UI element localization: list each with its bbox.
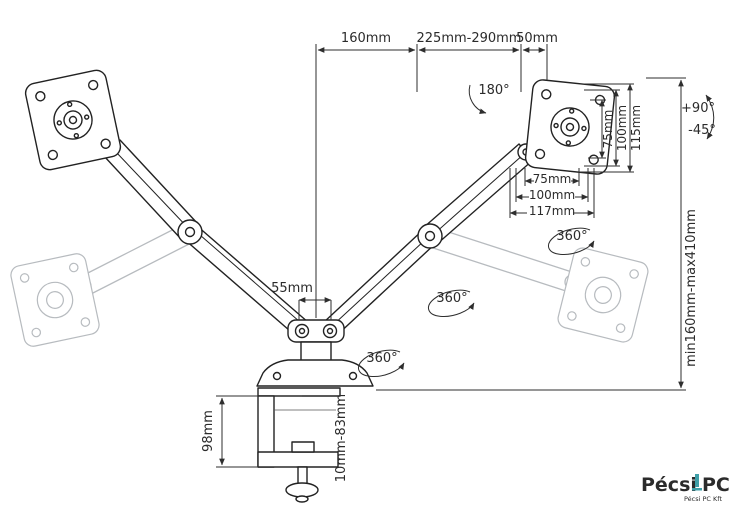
clamp-screw-shaft xyxy=(297,466,308,485)
dim-label-reach: 225mm-290mm xyxy=(417,31,522,46)
dim-label-98mm: 98mm xyxy=(201,410,216,452)
desk-clamp xyxy=(257,387,341,503)
base-dome xyxy=(256,359,374,387)
tilt-arc xyxy=(705,94,715,140)
ghost-right-vesa-plate xyxy=(557,247,649,343)
tilt-label-up: +90° xyxy=(681,101,715,116)
vesa-horizontal-100: 100mm xyxy=(529,188,575,202)
watermark-monitor-icon-base xyxy=(692,488,702,491)
dim-label-clamp-range: 10mm-83mm xyxy=(334,394,349,482)
watermark-monitor-icon xyxy=(695,474,699,487)
dim-label-55mm: 55mm xyxy=(271,281,313,296)
vesa-vertical-100: 100mm xyxy=(615,105,629,151)
right-elbow-pin xyxy=(424,230,436,242)
rotation-label-180: 180° xyxy=(478,83,509,98)
vesa-vertical-115: 115mm xyxy=(629,105,643,151)
right-upper-arm-spring xyxy=(433,153,525,235)
dim-label-50mm: 50mm xyxy=(516,31,558,46)
rotation-arc-base xyxy=(358,349,405,377)
left-vesa-plate xyxy=(24,69,122,171)
base-screw-left xyxy=(272,371,282,381)
rotation-label-360-middle: 360° xyxy=(436,291,467,306)
dim-label-height-range: min160mm-max410mm xyxy=(684,209,699,367)
ghost-left-vesa-plate xyxy=(10,253,100,347)
rotation-label-360-base: 360° xyxy=(366,351,397,366)
pole-and-base xyxy=(256,319,374,387)
left-elbow-pin xyxy=(184,226,196,238)
watermark: Pécsi PC Pécsi PC Kft xyxy=(641,474,729,503)
rotation-arc-top xyxy=(548,227,595,255)
dimension-labels: 160mm 225mm-290mm 50mm 180° 75mm 100mm 1… xyxy=(201,31,716,482)
clamp-top-jaw xyxy=(257,387,341,397)
swivel-arc-180 xyxy=(468,84,487,115)
watermark-brand-secondary: PC xyxy=(702,474,729,496)
gas-spring-arms xyxy=(87,113,555,338)
clamp-knob-tip xyxy=(295,495,309,503)
rotation-arc-middle xyxy=(428,289,475,317)
ghost-right-arm xyxy=(426,226,576,293)
base-screw-right xyxy=(348,371,358,381)
left-forearm-line xyxy=(199,234,301,323)
clamp-pad xyxy=(291,441,315,453)
vesa-horizontal-117: 117mm xyxy=(529,204,575,218)
right-forearm-line xyxy=(331,239,426,327)
watermark-brand-primary: Pécsi xyxy=(641,474,697,496)
clamp-knob xyxy=(285,482,319,498)
vesa-horizontal-75: 75mm xyxy=(533,172,572,186)
dimension-lines xyxy=(216,44,715,468)
right-vesa-plate xyxy=(524,79,616,175)
watermark-subtext: Pécsi PC Kft xyxy=(684,495,722,503)
clamp-bottom-arm xyxy=(257,451,339,468)
rotation-label-360-top: 360° xyxy=(556,229,587,244)
dim-label-160mm: 160mm xyxy=(341,31,391,46)
left-upper-arm-spring xyxy=(115,151,191,231)
vesa-vertical-75: 75mm xyxy=(601,110,615,149)
ghost-arm-positions xyxy=(10,222,649,347)
tilt-label-down: -45° xyxy=(688,123,716,138)
pole xyxy=(300,341,332,363)
